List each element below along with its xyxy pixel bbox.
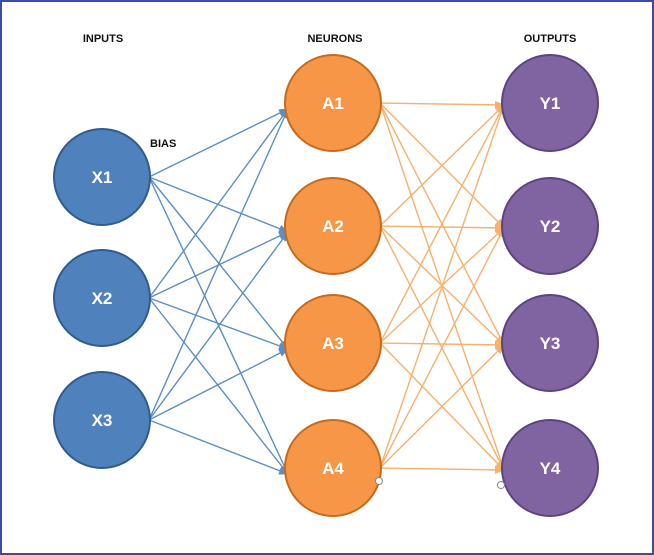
connector-handle-1[interactable] <box>375 477 383 485</box>
neuron-node-a1-circle <box>284 54 382 152</box>
neuron-node-a3-circle <box>284 294 382 392</box>
connection-edges <box>148 100 505 475</box>
input-node-x2-label: X2 <box>92 289 113 308</box>
edge-x3-a1 <box>148 108 289 421</box>
edge-x3-a2 <box>148 231 289 421</box>
bias-label: BIAS <box>150 138 176 150</box>
edge-a3-y3 <box>379 340 505 349</box>
neuron-node-a1-label: A1 <box>322 94 344 113</box>
output-node-y2-label: Y2 <box>540 217 561 236</box>
neuron-node-a3-label: A3 <box>322 334 344 353</box>
input-node-x2: X2 <box>53 249 151 347</box>
output-node-y2: Y2 <box>501 177 599 275</box>
edge-a1-y1 <box>379 100 505 109</box>
output-node-y1: Y1 <box>501 54 599 152</box>
output-node-y4-circle <box>501 419 599 517</box>
input-node-x3-label: X3 <box>92 411 113 430</box>
input-node-x1: X1 <box>53 128 151 226</box>
input-node-x2-circle <box>53 249 151 347</box>
edge-x2-a3 <box>148 297 289 350</box>
neuron-node-a4: A4 <box>284 419 382 517</box>
edge-x3-a4 <box>148 419 289 475</box>
neurons-header: NEURONS <box>307 33 362 45</box>
edge-x1-a1 <box>148 108 289 178</box>
output-node-y1-circle <box>501 54 599 152</box>
inputs-header: INPUTS <box>83 33 123 45</box>
neuron-node-a4-circle <box>284 419 382 517</box>
input-node-x3: X3 <box>53 371 151 469</box>
input-node-x3-circle <box>53 371 151 469</box>
input-node-x1-label: X1 <box>92 168 113 187</box>
output-node-y3-label: Y3 <box>540 334 561 353</box>
edge-a2-y2 <box>379 223 505 232</box>
edge-x3-a3 <box>148 348 289 421</box>
output-node-y3-circle <box>501 294 599 392</box>
neuron-node-a2: A2 <box>284 177 382 275</box>
edge-a4-y3 <box>379 344 505 469</box>
output-node-y4-label: Y4 <box>540 459 561 478</box>
neuron-node-a1: A1 <box>284 54 382 152</box>
neuron-node-a2-label: A2 <box>322 217 344 236</box>
output-node-y3: Y3 <box>501 294 599 392</box>
edge-x2-a4 <box>148 297 289 475</box>
output-node-y2-circle <box>501 177 599 275</box>
neuron-node-a3: A3 <box>284 294 382 392</box>
neuron-node-a2-circle <box>284 177 382 275</box>
neuron-node-a4-label: A4 <box>322 459 344 478</box>
input-node-x1-circle <box>53 128 151 226</box>
edge-a4-y1 <box>379 104 505 469</box>
connector-handle-2[interactable] <box>497 481 505 489</box>
edge-a2-y1 <box>379 104 505 227</box>
output-node-y1-label: Y1 <box>540 94 561 113</box>
outputs-header: OUTPUTS <box>524 33 577 45</box>
edge-a4-y2 <box>379 227 505 469</box>
edge-a4-y4 <box>379 465 505 474</box>
edge-a3-y1 <box>379 104 505 344</box>
output-node-y4: Y4 <box>501 419 599 517</box>
edge-x2-a1 <box>148 108 289 299</box>
